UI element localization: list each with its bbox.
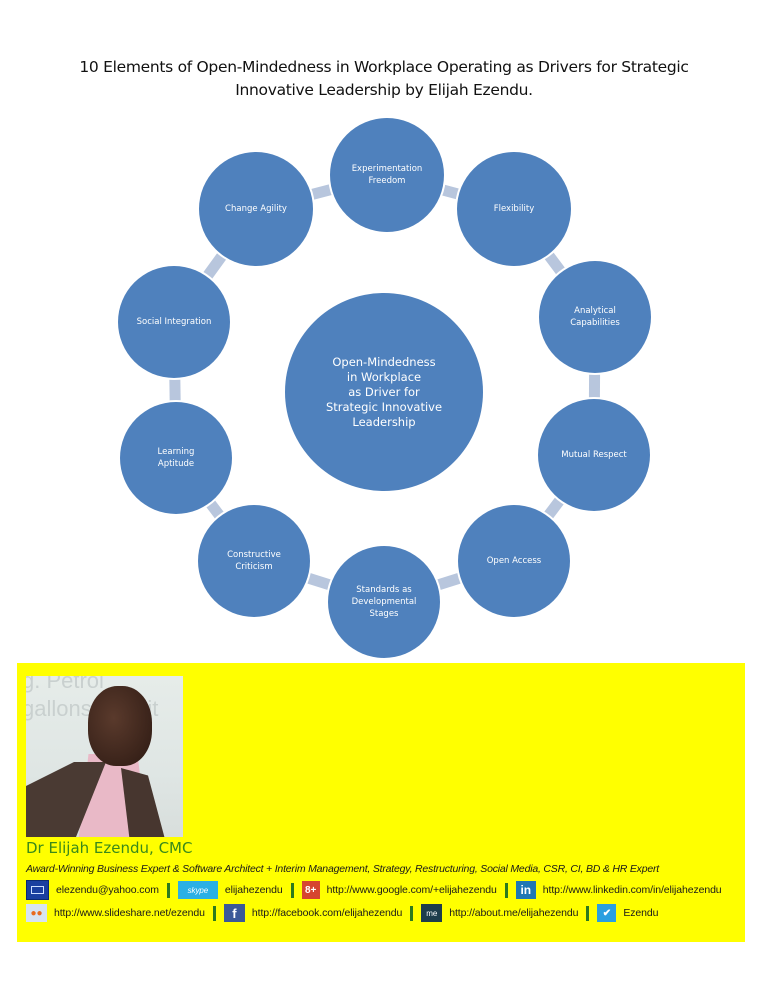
contact-row-1: elezendu@yahoo.com skype elijahezendu 8+… xyxy=(26,880,722,900)
slideshare-link[interactable]: http://www.slideshare.net/ezendu xyxy=(54,907,205,919)
node-change-agility: Change Agility xyxy=(199,152,313,266)
separator xyxy=(166,882,170,898)
title-line-1: 10 Elements of Open-Mindedness in Workpl… xyxy=(79,58,689,76)
facebook-link[interactable]: http://facebook.com/elijahezendu xyxy=(251,907,403,919)
author-profile-card: g. Petrol gallons = Volit Dr Elijah Ezen… xyxy=(17,663,745,942)
skype-icon: skype xyxy=(177,881,218,899)
separator xyxy=(586,905,590,921)
about-me-icon: me xyxy=(421,904,443,922)
skype-handle[interactable]: elijahezendu xyxy=(224,884,283,896)
title-line-2: Innovative Leadership by Elijah Ezendu. xyxy=(235,81,533,99)
separator xyxy=(212,905,216,921)
node-open-access: Open Access xyxy=(458,505,570,617)
about-me-link[interactable]: http://about.me/elijahezendu xyxy=(449,907,579,919)
node-flexibility: Flexibility xyxy=(457,152,571,266)
google-plus-link[interactable]: http://www.google.com/+elijahezendu xyxy=(326,884,497,896)
email-icon xyxy=(26,880,49,900)
author-name: Dr Elijah Ezendu, CMC xyxy=(26,839,193,857)
author-photo: g. Petrol gallons = Volit xyxy=(26,676,183,837)
separator xyxy=(410,905,414,921)
center-node-open-mindedness: Open-Mindedness in Workplace as Driver f… xyxy=(285,293,483,491)
node-mutual-respect: Mutual Respect xyxy=(538,399,650,511)
separator xyxy=(504,882,508,898)
twitter-handle[interactable]: Ezendu xyxy=(623,907,659,919)
contact-row-2: ●● http://www.slideshare.net/ezendu f ht… xyxy=(26,904,658,922)
author-tagline: Award-Winning Business Expert & Software… xyxy=(26,863,660,875)
separator xyxy=(290,882,294,898)
twitter-icon: ✔ xyxy=(597,904,617,922)
slideshare-icon: ●● xyxy=(26,904,47,922)
page-title: 10 Elements of Open-Mindedness in Workpl… xyxy=(0,56,768,102)
node-social-integration: Social Integration xyxy=(118,266,230,378)
email-link[interactable]: elezendu@yahoo.com xyxy=(56,884,159,896)
linkedin-icon: in xyxy=(515,881,536,899)
linkedin-link[interactable]: http://www.linkedin.com/in/elijahezendu xyxy=(542,884,722,896)
facebook-icon: f xyxy=(223,904,245,922)
google-plus-icon: 8+ xyxy=(301,881,320,899)
